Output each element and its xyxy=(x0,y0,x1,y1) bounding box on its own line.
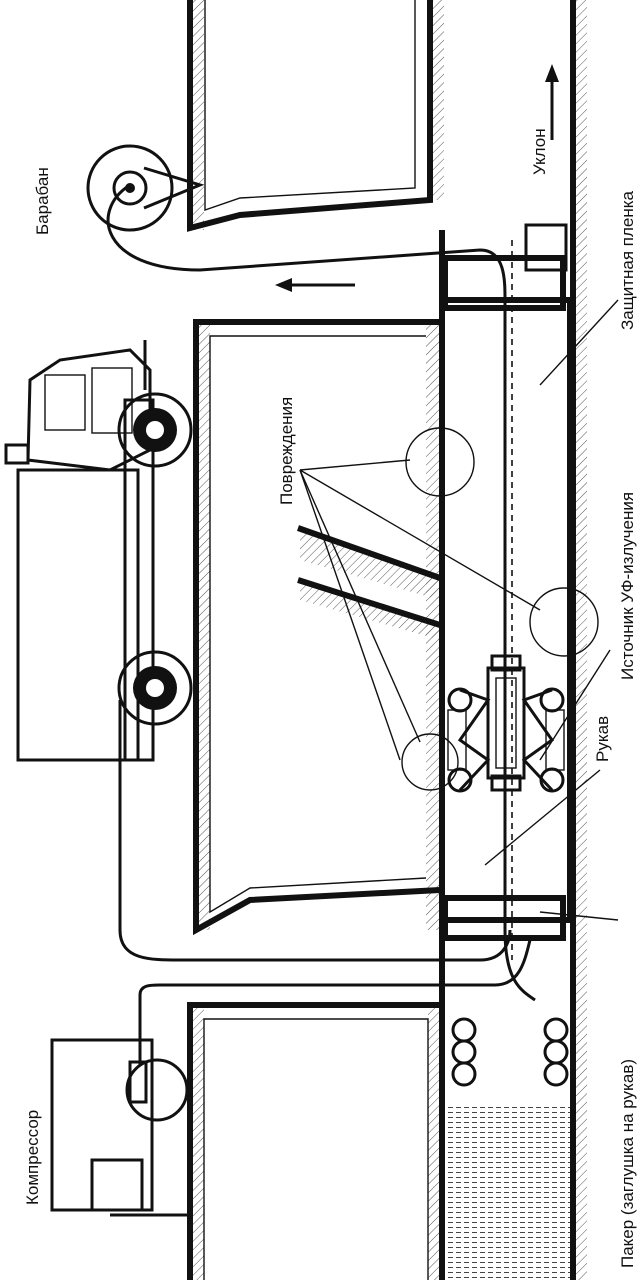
label-compressor: Компрессор xyxy=(23,1110,42,1205)
label-sleeve: Рукав xyxy=(593,716,612,762)
label-protective-film: Защитная пленка xyxy=(618,190,637,330)
middle-shaft xyxy=(193,319,441,936)
bottom-shaft xyxy=(187,1002,445,1280)
coil-supports xyxy=(451,1017,569,1087)
cable-drum-icon xyxy=(86,144,205,232)
flow-arrow xyxy=(275,278,355,292)
water-area xyxy=(445,1105,570,1280)
compressor-icon xyxy=(50,1038,190,1217)
label-slope: Уклон xyxy=(530,128,549,175)
top-shaft xyxy=(187,0,433,232)
hoses xyxy=(106,183,536,1065)
label-uv-source: Источник УФ-излучения xyxy=(618,492,637,680)
label-packer: Пакер (заглушка на рукав) xyxy=(618,1059,637,1268)
side-branch-pipe xyxy=(297,525,441,628)
soil-walls xyxy=(190,0,587,1280)
label-drum: Барабан xyxy=(33,167,52,235)
truck-icon xyxy=(4,348,193,762)
damage-leaders xyxy=(299,459,541,761)
damage-markers xyxy=(401,427,599,791)
main-pipe xyxy=(439,0,576,1280)
label-damages: Повреждения xyxy=(277,397,296,505)
slope-arrow-icon xyxy=(545,64,559,140)
